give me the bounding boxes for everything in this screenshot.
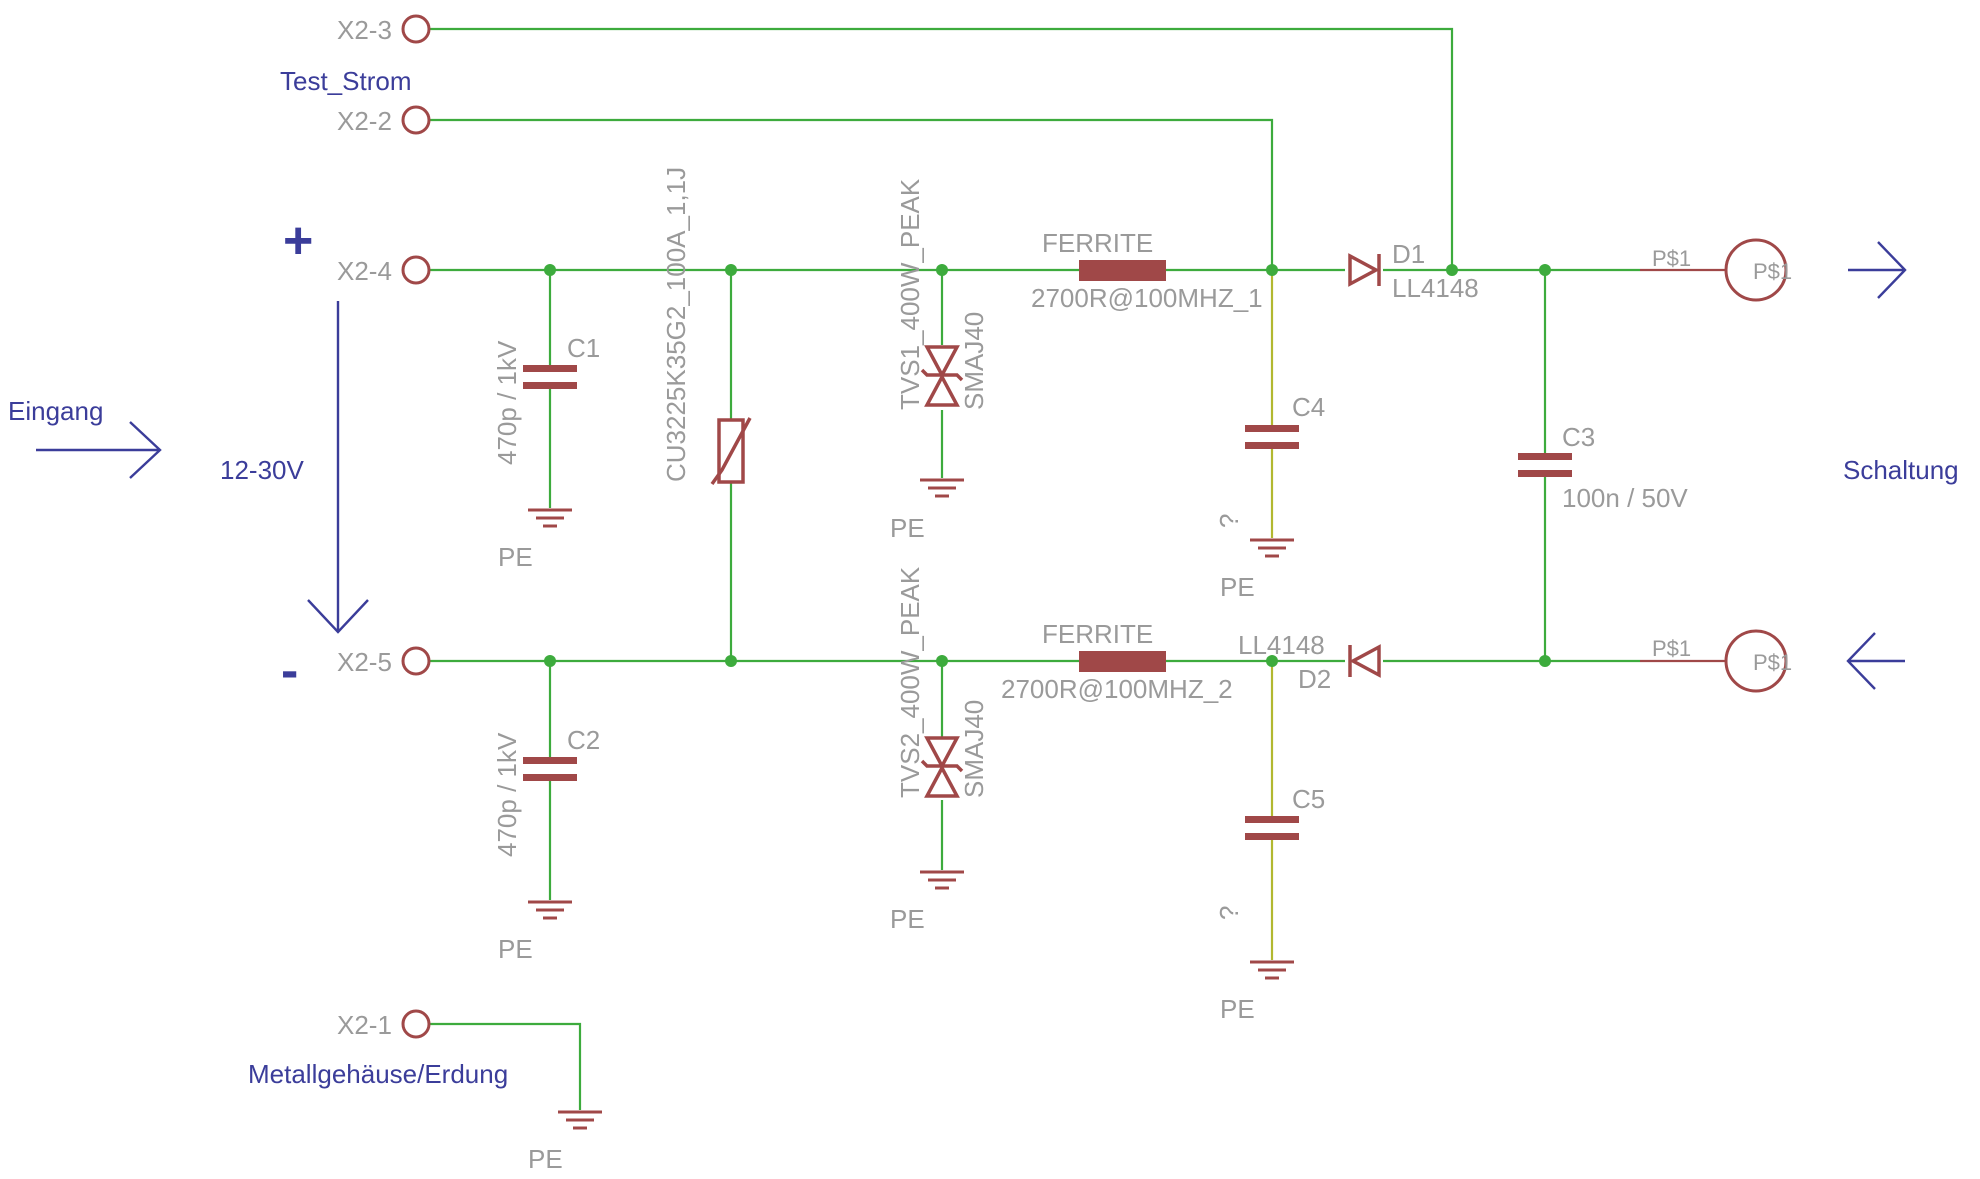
connector-label: X2-5 (337, 647, 392, 677)
tvs1-value: SMAJ40 (959, 312, 989, 410)
eingang-arrow (36, 421, 162, 479)
terminal-x2-2 (401, 105, 431, 135)
junction-dot (1446, 264, 1458, 276)
metall-label: Metallgehäuse/Erdung (248, 1059, 508, 1089)
ground-c4: PE (1220, 538, 1294, 602)
varistor-value: CU3225K35G2_100A_1,1J (661, 167, 691, 482)
c3-value: 100n / 50V (1562, 483, 1688, 513)
varistor: CU3225K35G2_100A_1,1J (661, 167, 752, 486)
junction-dot (1539, 264, 1551, 276)
junction-dot (725, 264, 737, 276)
plus-sign: + (283, 212, 313, 270)
tvs1-diode: TVS1_400W_PEAK SMAJ40 (895, 178, 989, 410)
c5-name: C5 (1292, 784, 1325, 814)
eingang-label: Eingang (8, 396, 103, 426)
d2-name: D2 (1298, 664, 1331, 694)
c2-value: 470p / 1kV (492, 732, 522, 857)
pad-top: P$1 P$1 (1652, 238, 1792, 302)
junction-dot (936, 655, 948, 667)
ground-label: PE (528, 1144, 563, 1174)
ground-c5: PE (1220, 960, 1294, 1024)
output-arrow-right (1848, 241, 1907, 299)
voltage-arrow (307, 301, 369, 634)
tvs2-name: TVS2_400W_PEAK (895, 566, 925, 798)
terminal-x2-1 (401, 1009, 431, 1039)
junctions (544, 264, 1551, 667)
junction-dot (544, 655, 556, 667)
pad-top-value: P$1 (1753, 259, 1792, 284)
ferrite2-value: 2700R@100MHZ_2 (1001, 674, 1233, 704)
capacitor-c3: C3 100n / 50V (1518, 422, 1688, 513)
ground-label: PE (890, 513, 925, 543)
junction-dot (544, 264, 556, 276)
voltage-label: 12-30V (220, 455, 304, 485)
capacitor-c2: C2 470p / 1kV (492, 725, 600, 857)
diode-d1: D1 LL4148 (1348, 239, 1479, 303)
wires (430, 27, 1725, 1110)
pad-top-name: P$1 (1652, 246, 1691, 271)
output-arrow-left (1846, 632, 1905, 690)
ground-label: PE (498, 934, 533, 964)
junction-dot (1539, 655, 1551, 667)
terminal-x2-5 (401, 646, 431, 676)
ferrite-2: FERRITE 2700R@100MHZ_2 (1001, 619, 1233, 704)
diode-d2: LL4148 D2 (1238, 630, 1381, 694)
c5-value: ? (1214, 906, 1244, 920)
connector-label: X2-2 (337, 106, 392, 136)
tvs1-name: TVS1_400W_PEAK (895, 178, 925, 410)
capacitor-c4: C4 ? (1214, 392, 1325, 528)
c4-name: C4 (1292, 392, 1325, 422)
c3-name: C3 (1562, 422, 1595, 452)
ground-label: PE (1220, 572, 1255, 602)
pad-bottom: P$1 P$1 (1652, 629, 1792, 693)
terminal-x2-3 (401, 14, 431, 44)
ground-c2: PE (498, 900, 572, 964)
ferrite1-value: 2700R@100MHZ_1 (1031, 283, 1263, 313)
d1-name: D1 (1392, 239, 1425, 269)
schaltung-label: Schaltung (1843, 455, 1959, 485)
c1-name: C1 (567, 333, 600, 363)
c1-value: 470p / 1kV (492, 340, 522, 465)
ground-label: PE (1220, 994, 1255, 1024)
connector-label: X2-3 (337, 15, 392, 45)
ground-x2-1: PE (528, 1110, 602, 1174)
tvs2-diode: TVS2_400W_PEAK SMAJ40 (895, 566, 989, 798)
net-annotations: Test_Strom + - Eingang 12-30V Schaltung … (8, 66, 1959, 1089)
capacitor-c5: C5 ? (1214, 784, 1325, 920)
connector-label: X2-4 (337, 256, 392, 286)
ground-tvs2: PE (890, 870, 964, 934)
ferrite1-name: FERRITE (1042, 228, 1153, 258)
junction-dot (936, 264, 948, 276)
ground-c1: PE (498, 508, 572, 572)
test-strom-label: Test_Strom (280, 66, 412, 96)
capacitor-c1: C1 470p / 1kV (492, 333, 600, 465)
ground-label: PE (498, 542, 533, 572)
connector-labels: X2-3 X2-2 X2-4 X2-5 X2-1 (337, 15, 392, 1040)
connector-terminals (401, 14, 431, 1039)
junction-dot (1266, 655, 1278, 667)
wire-x2-2 (430, 118, 1274, 270)
pad-bottom-name: P$1 (1652, 636, 1691, 661)
wire-x2-1 (430, 1022, 582, 1110)
connector-label: X2-1 (337, 1010, 392, 1040)
ground-label: PE (890, 904, 925, 934)
d2-value: LL4148 (1238, 630, 1325, 660)
ferrite2-name: FERRITE (1042, 619, 1153, 649)
ground-symbols: PE PE PE PE PE PE PE (498, 478, 1294, 1174)
d1-value: LL4148 (1392, 273, 1479, 303)
c4-value: ? (1214, 514, 1244, 528)
ferrite-1: FERRITE 2700R@100MHZ_1 (1031, 228, 1263, 313)
wire-x2-3 (430, 27, 1454, 270)
tvs2-value: SMAJ40 (959, 700, 989, 798)
pad-bottom-value: P$1 (1753, 650, 1792, 675)
terminal-x2-4 (401, 255, 431, 285)
junction-dot (725, 655, 737, 667)
ground-tvs1: PE (890, 478, 964, 543)
junction-dot (1266, 264, 1278, 276)
minus-sign: - (281, 642, 298, 700)
c2-name: C2 (567, 725, 600, 755)
